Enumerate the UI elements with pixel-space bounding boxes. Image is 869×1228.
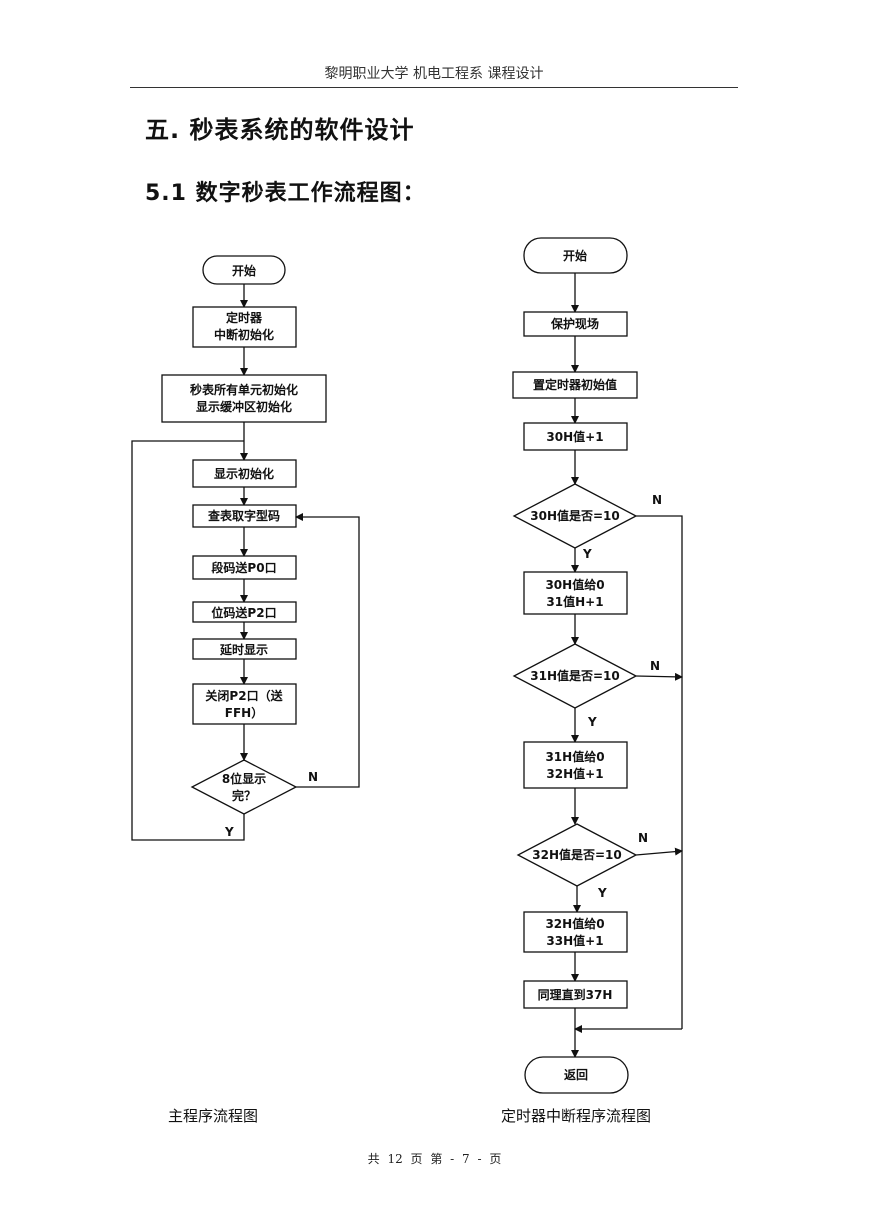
timer-return-label: 返回	[564, 1067, 588, 1082]
timer-act32-box	[523, 911, 628, 953]
timer-y31-label: Y	[587, 715, 597, 729]
timer-flowchart	[512, 237, 683, 1094]
main-seg-p0-label: 段码送P0口	[211, 560, 276, 575]
page-footer: 共 12 页 第 - 7 - 页	[367, 1152, 502, 1166]
main-sec-init-label-2: 显示缓冲区初始化	[196, 399, 292, 414]
main-timer-init-label-2: 中断初始化	[214, 327, 274, 342]
main-start-label: 开始	[232, 263, 256, 278]
main-cond-label-1: 8位显示	[222, 771, 266, 786]
timer-act31-box	[523, 741, 628, 789]
timer-inc30-label: 30H值+1	[546, 429, 603, 444]
main-delay-label: 延时显示	[219, 642, 268, 657]
section-title: 五. 秒表系统的软件设计	[145, 116, 415, 144]
timer-act32-label-1: 32H值给0	[545, 916, 604, 931]
main-flowchart-text: 开始 定时器 中断初始化 秒表所有单元初始化 显示缓冲区初始化 显示初始化 查表…	[190, 263, 318, 839]
timer-return-terminal	[524, 1056, 629, 1094]
timer-y32-label: Y	[597, 886, 607, 900]
main-disp-init-box	[192, 459, 297, 488]
timer-n30-label: N	[652, 493, 662, 507]
main-sec-init-label-1: 秒表所有单元初始化	[190, 382, 298, 397]
subsection-title: 5.1 数字秒表工作流程图：	[145, 181, 426, 206]
main-close-label-2: FFH）	[225, 705, 263, 720]
main-y-label: Y	[224, 825, 234, 839]
timer-cond32-label: 32H值是否=10	[532, 847, 622, 862]
timer-act30-label-2: 31值H+1	[546, 594, 603, 609]
timer-flowchart-caption: 定时器中断程序流程图	[501, 1107, 652, 1125]
main-flowchart-caption: 主程序流程图	[168, 1107, 259, 1125]
main-cond-label-2: 完？	[232, 788, 256, 803]
timer-set-init-label: 置定时器初始值	[533, 377, 617, 392]
main-close-label-1: 关闭P2口（送	[205, 688, 283, 703]
page-header: 黎明职业大学 机电工程系 课程设计	[130, 62, 738, 88]
main-condition-diamond	[190, 759, 298, 815]
timer-protect-label: 保护现场	[550, 316, 599, 331]
timer-act30-label-1: 30H值给0	[545, 577, 604, 592]
main-disp-init-label: 显示初始化	[214, 466, 274, 481]
timer-same-label: 同理直到37H	[538, 987, 613, 1002]
timer-start-label: 开始	[563, 248, 587, 263]
main-timer-init-label-1: 定时器	[226, 310, 263, 325]
timer-act30-box	[523, 571, 628, 615]
timer-set-init-box	[512, 371, 638, 399]
main-lookup-label: 查表取字型码	[207, 508, 280, 523]
timer-n31-label: N	[650, 659, 660, 673]
main-bit-p2-label: 位码送P2口	[211, 605, 276, 620]
timer-cond31-label: 31H值是否=10	[530, 668, 620, 683]
timer-n32-label: N	[638, 831, 648, 845]
main-n-label: N	[308, 770, 318, 784]
timer-act32-label-2: 33H值+1	[546, 933, 603, 948]
timer-y30-label: Y	[582, 547, 592, 561]
main-close-p2-box	[192, 683, 297, 725]
timer-cond30-label: 30H值是否=10	[530, 508, 620, 523]
main-flowchart	[131, 255, 360, 841]
main-timer-init-box	[192, 306, 297, 348]
timer-act31-label-1: 31H值给0	[545, 749, 604, 764]
timer-act31-label-2: 32H值+1	[546, 766, 603, 781]
timer-flowchart-text: 开始 保护现场 置定时器初始值 30H值+1 30H值是否=10 30H值给0 …	[530, 248, 662, 1082]
